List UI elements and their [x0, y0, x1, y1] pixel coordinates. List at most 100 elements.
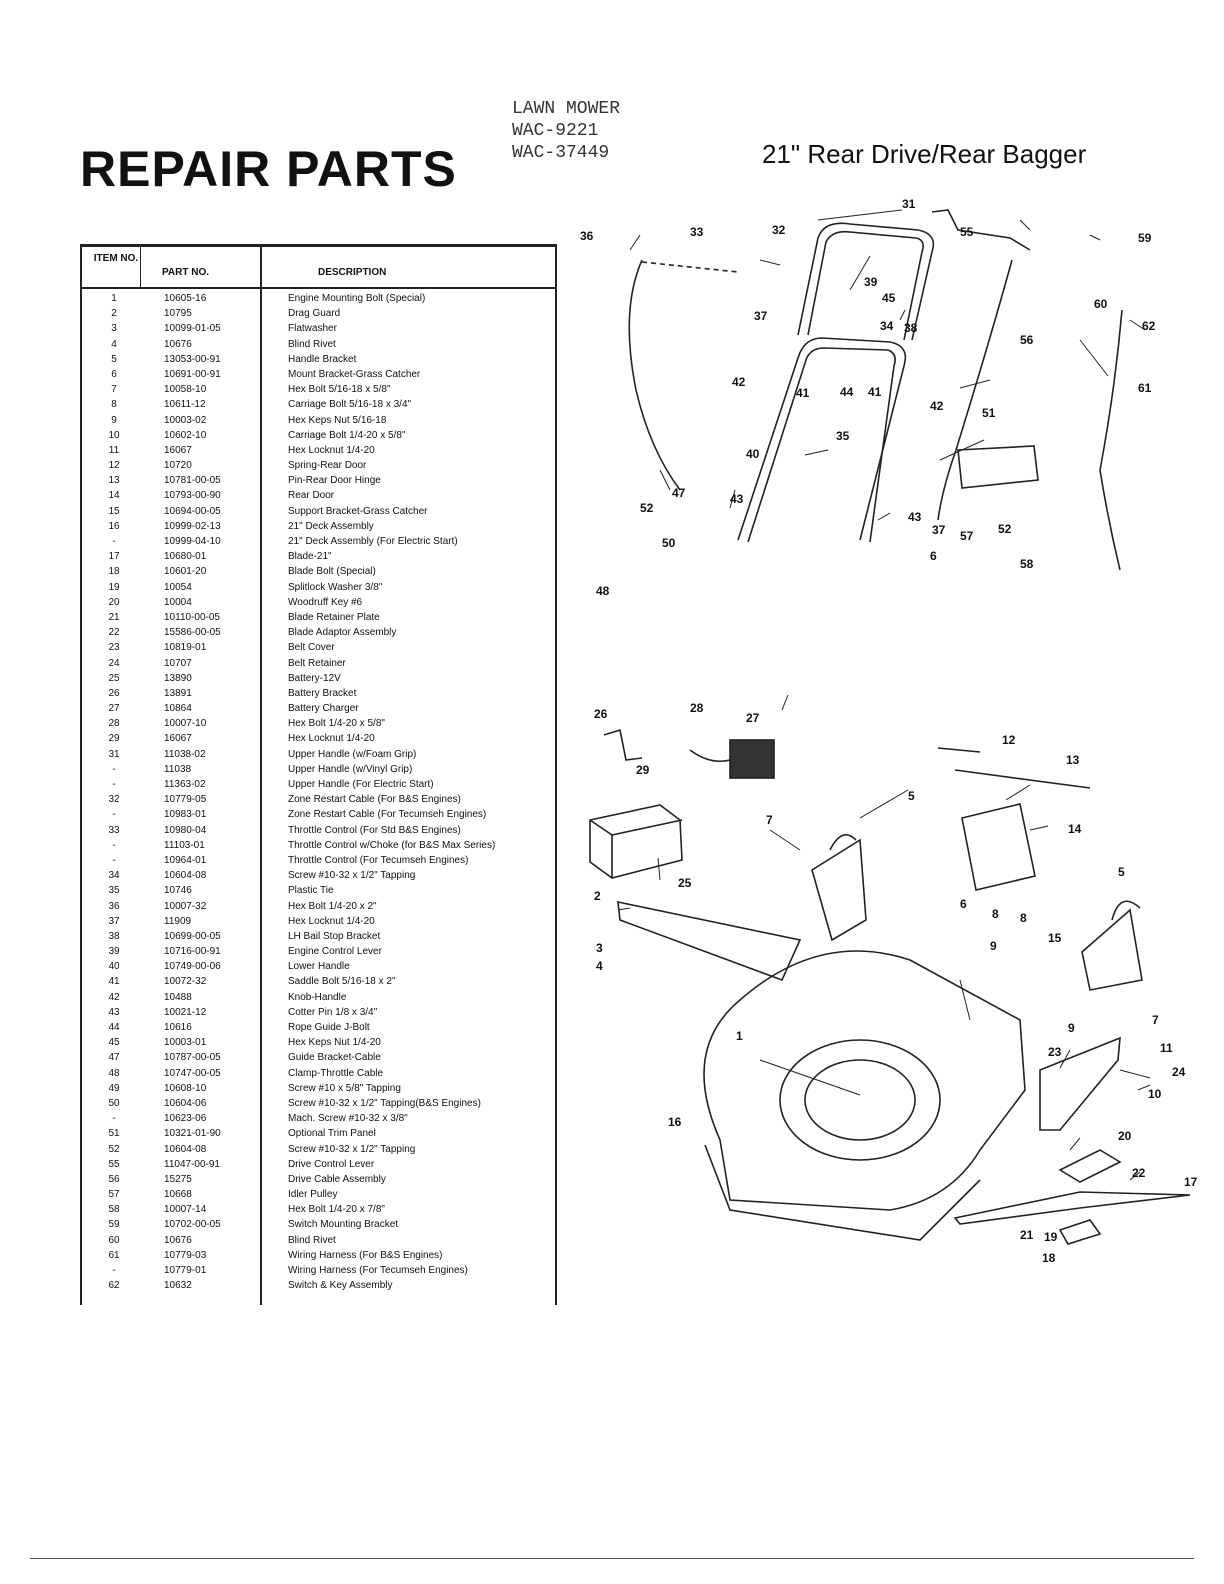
handwritten-model-note: LAWN MOWER WAC-9221 WAC-37449 — [512, 98, 620, 164]
page-title: REPAIR PARTS — [80, 141, 457, 197]
wiring-harness-drawing — [1099, 309, 1123, 571]
item-number: 40 — [108, 961, 120, 973]
callout-number: 11 — [1160, 1041, 1173, 1055]
callout-number: 50 — [662, 536, 676, 550]
part-description: Knob-Handle — [288, 991, 347, 1003]
drive-cable-drawing — [937, 259, 1013, 521]
part-description: Support Bracket-Grass Catcher — [288, 505, 428, 517]
battery-charger-drawing — [729, 739, 775, 779]
part-description: Zone Restart Cable (For Tecumseh Engines… — [288, 809, 487, 821]
part-number: 10720 — [164, 460, 192, 472]
part-number: 10021-12 — [164, 1006, 207, 1018]
part-number: 10668 — [164, 1189, 192, 1201]
callout-number: 31 — [902, 197, 916, 211]
part-description: Blade Bolt (Special) — [288, 566, 376, 578]
part-number: 10702-00-05 — [164, 1219, 221, 1231]
callout-number: 9 — [1068, 1021, 1075, 1035]
part-description: 21" Deck Assembly — [288, 520, 374, 532]
item-number: 5 — [111, 353, 117, 365]
part-description: Hex Locknut 1/4-20 — [288, 915, 375, 927]
item-number: 15 — [108, 505, 120, 517]
item-number: 62 — [108, 1280, 120, 1292]
callout-number: 58 — [1020, 557, 1034, 571]
callout-number: 3 — [596, 941, 603, 955]
bottom-rule — [30, 1558, 1194, 1559]
part-description: Wiring Harness (For Tecumseh Engines) — [288, 1265, 468, 1276]
drive-control-lever-drawing — [931, 209, 1031, 251]
column-header-description: DESCRIPTION — [318, 267, 387, 278]
part-number: 10793-00-90 — [164, 490, 221, 502]
callout-number: 20 — [1118, 1129, 1132, 1143]
part-number: 11047-00-91 — [164, 1158, 220, 1170]
part-description: Screw #10-32 x 1/2" Tapping — [288, 1143, 416, 1155]
item-number: 39 — [108, 946, 120, 958]
part-description: Blind Rivet — [288, 1234, 336, 1246]
callout-number: 9 — [990, 939, 997, 953]
part-number: 11038 — [164, 763, 192, 775]
part-description: Splitlock Washer 3/8" — [288, 581, 383, 593]
part-description: Carriage Bolt 1/4-20 x 5/8" — [288, 429, 406, 441]
item-number: 2 — [111, 308, 117, 320]
part-number: 10694-00-05 — [164, 505, 221, 517]
item-number: 41 — [108, 976, 120, 988]
item-number: 36 — [108, 900, 120, 912]
part-description: Rear Door — [288, 490, 335, 502]
column-divider — [260, 247, 262, 1305]
part-number: 10795 — [164, 308, 192, 320]
part-description: Blade Adaptor Assembly — [288, 627, 397, 639]
part-number: 10999-04-10 — [164, 536, 221, 547]
callout-number: 40 — [746, 447, 760, 461]
part-number: 10004 — [164, 596, 192, 608]
callout-number: 57 — [960, 529, 974, 543]
item-number: 56 — [108, 1173, 120, 1185]
part-number: 10007-10 — [164, 718, 207, 730]
part-description: Battery Charger — [288, 703, 359, 715]
part-number: 10611-12 — [164, 399, 206, 411]
callout-number: 43 — [908, 510, 922, 524]
part-number: 10680-01 — [164, 551, 207, 563]
callout-number: 25 — [678, 876, 692, 890]
callout-number: 27 — [746, 711, 760, 725]
item-number: - — [112, 1265, 116, 1276]
part-description: Clamp-Throttle Cable — [288, 1067, 384, 1079]
part-description: Hex Bolt 5/16-18 x 5/8" — [288, 384, 391, 396]
part-description: Idler Pulley — [288, 1189, 338, 1201]
callout-number: 47 — [672, 486, 686, 500]
item-number: 51 — [108, 1128, 120, 1140]
item-number: 7 — [111, 384, 117, 396]
callout-number: 8 — [992, 907, 999, 921]
item-number: 32 — [108, 794, 120, 806]
part-number: 10604-06 — [164, 1097, 207, 1109]
item-number: 6 — [111, 368, 117, 380]
part-description: Lower Handle — [288, 961, 350, 973]
item-number: 38 — [108, 930, 120, 942]
part-number: 10003-02 — [164, 414, 207, 426]
item-number: 14 — [108, 490, 120, 502]
part-number: 10747-00-05 — [164, 1067, 221, 1079]
callout-number: 35 — [836, 429, 850, 443]
part-description: Handle Bracket — [288, 353, 357, 365]
item-number: 50 — [108, 1097, 120, 1109]
